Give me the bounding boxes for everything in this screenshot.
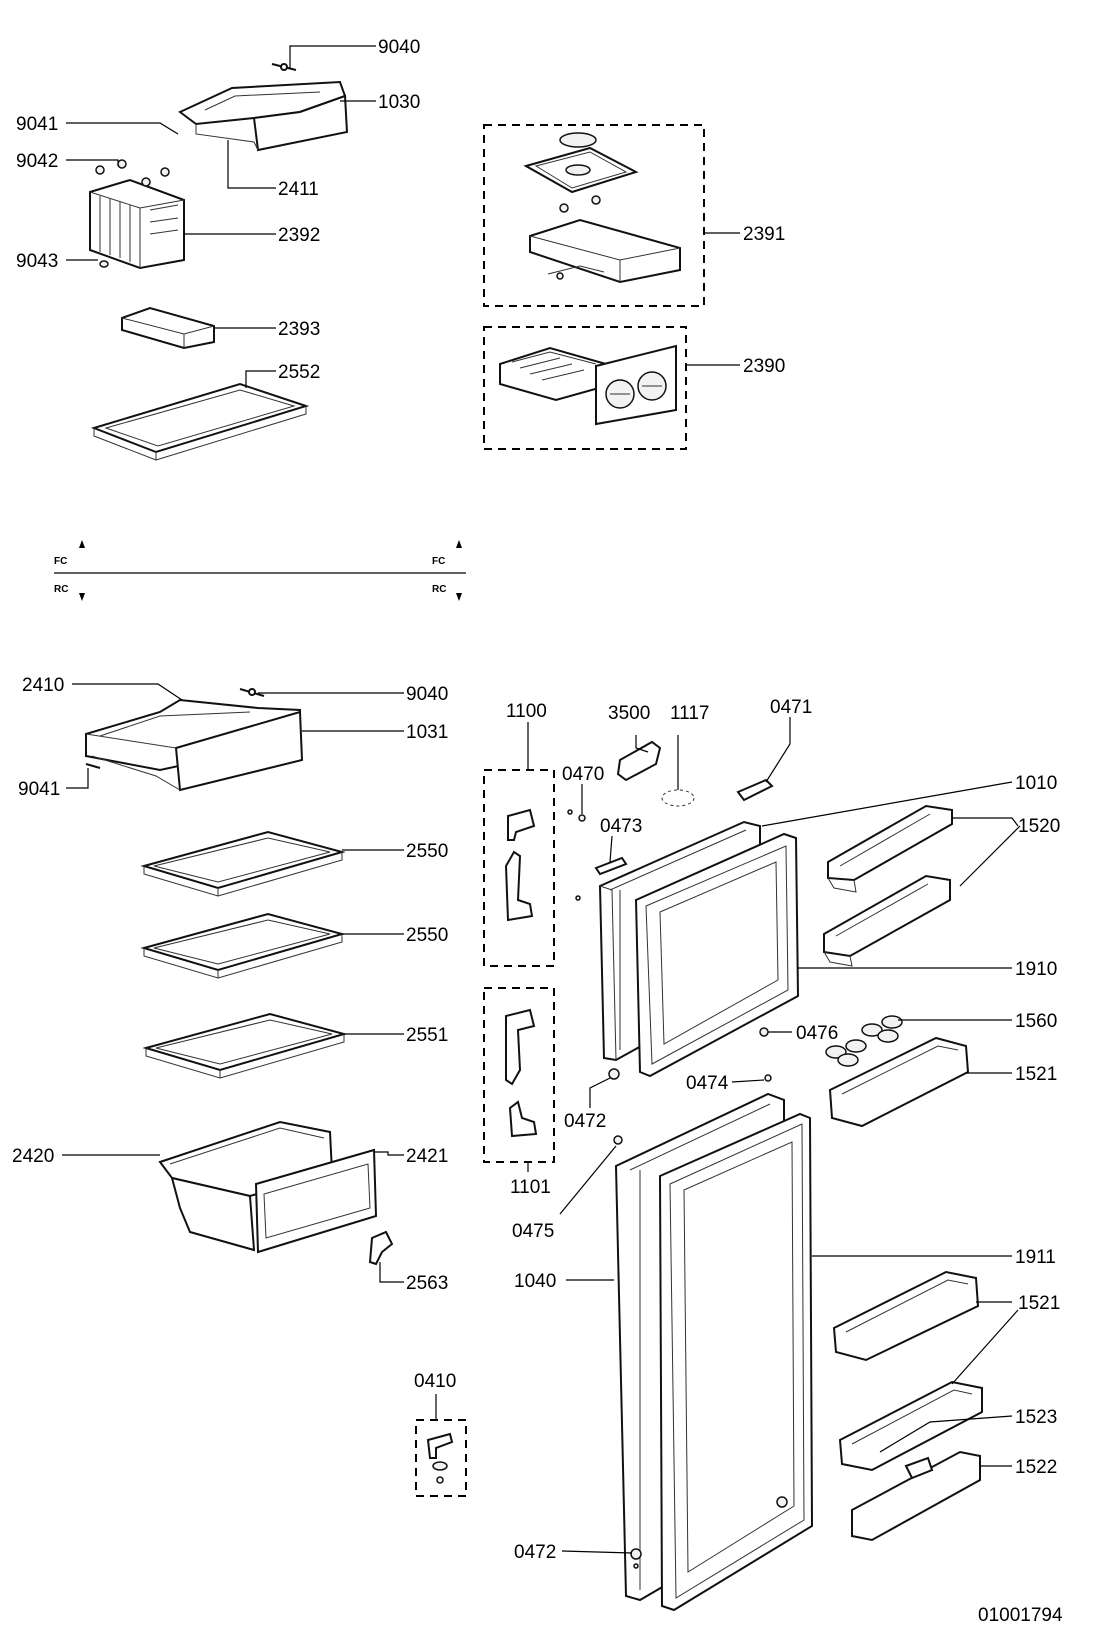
label-1031: 1031 <box>406 722 448 743</box>
label-2411: 2411 <box>278 179 319 200</box>
label-2410: 2410 <box>22 675 64 696</box>
document-id: 01001794 <box>978 1605 1063 1626</box>
part-1521-bin-upper <box>828 1036 970 1128</box>
part-2390-ice-tray <box>499 344 677 426</box>
divider-right-bottom: RC <box>432 584 446 595</box>
label-1030: 1030 <box>378 92 420 113</box>
part-1523-bin <box>838 1380 983 1472</box>
box-0410 <box>415 1419 467 1497</box>
part-1520-door-bin-1 <box>827 804 953 893</box>
part-0472-hinge-pin-upper <box>608 1068 620 1080</box>
label-2390: 2390 <box>743 356 785 377</box>
part-0470-pin <box>567 809 586 822</box>
label-1040: 1040 <box>514 1271 556 1292</box>
part-2392-ice-compartment <box>89 159 185 270</box>
label-3500: 3500 <box>608 703 650 724</box>
compartment-divider: FC RC FC RC <box>54 540 466 601</box>
part-1100-handle <box>504 808 536 922</box>
part-2550-shelf-1 <box>140 830 346 897</box>
label-2550-1: 2550 <box>406 841 448 862</box>
label-2563: 2563 <box>406 1273 448 1294</box>
label-0476: 0476 <box>796 1023 838 1044</box>
label-1521-upper: 1521 <box>1015 1064 1057 1085</box>
part-1520-door-bin-2 <box>823 874 951 967</box>
label-0473: 0473 <box>600 816 642 837</box>
label-0472-upper: 0472 <box>564 1111 606 1132</box>
part-0474-pin <box>764 1074 772 1082</box>
label-1520: 1520 <box>1018 816 1060 837</box>
label-1523: 1523 <box>1015 1407 1057 1428</box>
label-1101: 1101 <box>510 1177 551 1198</box>
part-labels: 9040 1030 9041 9042 2411 2392 9043 2393 … <box>12 37 1063 1626</box>
label-0470: 0470 <box>562 764 604 785</box>
part-1911-fridge-gasket <box>658 1112 814 1612</box>
part-9040-top <box>271 63 297 71</box>
part-9040-bottom <box>239 688 265 697</box>
label-2421: 2421 <box>406 1146 448 1167</box>
part-2391-ice-maker <box>523 132 681 284</box>
label-0475: 0475 <box>512 1221 554 1242</box>
label-0472-lower: 0472 <box>514 1542 556 1563</box>
part-1521-bin-lower <box>832 1270 980 1362</box>
label-1522: 1522 <box>1015 1457 1057 1478</box>
part-0473-bracket <box>594 856 628 876</box>
label-9042: 9042 <box>16 151 58 172</box>
label-0474: 0474 <box>686 1073 729 1094</box>
divider-left-bottom: RC <box>54 584 68 595</box>
label-2551: 2551 <box>406 1025 448 1046</box>
label-2393: 2393 <box>278 319 320 340</box>
part-1560-egg-tray <box>825 1015 903 1067</box>
part-1117-seal <box>661 789 695 807</box>
part-2421-crisper-front <box>254 1148 378 1254</box>
box-2391 <box>483 124 705 307</box>
part-1910-freezer-gasket <box>634 832 800 1078</box>
label-1560: 1560 <box>1015 1011 1057 1032</box>
label-9043: 9043 <box>16 251 58 272</box>
label-9040-top: 9040 <box>378 37 420 58</box>
box-1100 <box>483 769 555 967</box>
label-9040-bottom: 9040 <box>406 684 448 705</box>
divider-left-top: FC <box>54 556 67 567</box>
label-1911: 1911 <box>1015 1247 1056 1268</box>
label-0410: 0410 <box>414 1371 456 1392</box>
label-2391: 2391 <box>743 224 785 245</box>
label-2550-2: 2550 <box>406 925 448 946</box>
part-0472-hinge-pin-lower <box>630 1548 642 1569</box>
part-1522-retainer <box>851 1450 981 1542</box>
label-2392: 2392 <box>278 225 320 246</box>
label-0471: 0471 <box>770 697 812 718</box>
part-door-stop <box>776 1496 788 1508</box>
part-2551-shelf-3 <box>142 1012 348 1079</box>
box-2390 <box>483 326 687 450</box>
label-9041-bottom: 9041 <box>18 779 60 800</box>
label-1910: 1910 <box>1015 959 1057 980</box>
leader-lines <box>62 45 1021 1554</box>
part-2550-shelf-2 <box>140 912 346 979</box>
divider-right-top: FC <box>432 556 445 567</box>
label-1521-lower: 1521 <box>1018 1293 1060 1314</box>
label-1100: 1100 <box>506 701 547 722</box>
part-0471-cover <box>736 778 774 802</box>
part-9041-bottom <box>85 763 101 769</box>
part-1031-fridge-tray <box>85 698 304 792</box>
label-1117: 1117 <box>670 703 709 724</box>
part-9043-clip <box>99 260 109 268</box>
label-2420: 2420 <box>12 1146 54 1167</box>
part-1101-handle <box>505 1008 538 1138</box>
part-0410-hinge <box>426 1432 454 1484</box>
part-3500-cap <box>616 740 662 782</box>
label-1010: 1010 <box>1015 773 1057 794</box>
part-2563-clip <box>368 1230 394 1266</box>
label-2552: 2552 <box>278 362 320 383</box>
part-2552-freezer-shelf <box>90 382 310 461</box>
part-0475-pin <box>613 1135 623 1145</box>
part-2393-small-drawer <box>121 306 215 350</box>
label-9041-top: 9041 <box>16 114 58 135</box>
box-1101 <box>483 987 555 1163</box>
part-1030-freezer-tray <box>178 80 349 152</box>
part-0476-clip <box>759 1027 769 1037</box>
